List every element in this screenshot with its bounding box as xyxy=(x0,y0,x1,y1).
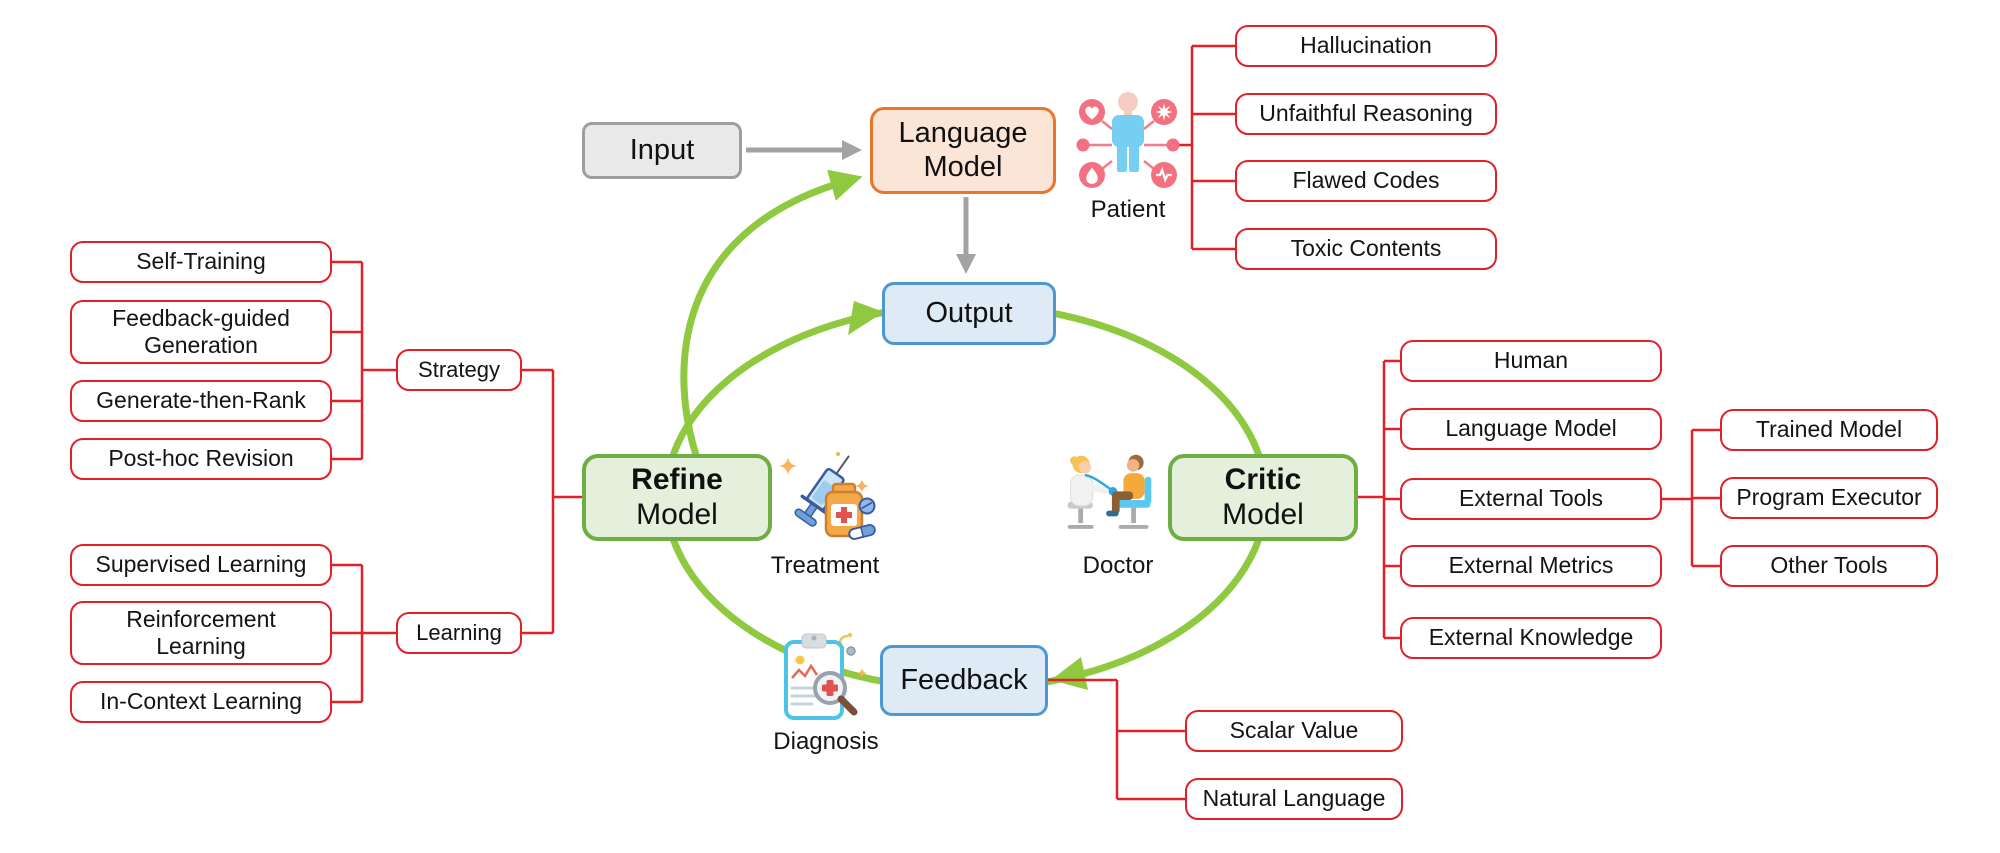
treatment-icon xyxy=(779,451,876,540)
node-self-training: Self-Training xyxy=(70,241,332,283)
node-hallucination: Hallucination xyxy=(1235,25,1497,67)
node-feedback: Feedback xyxy=(880,645,1048,716)
critic-model-line2: Model xyxy=(1222,497,1304,531)
cycle-arrowhead-to-output xyxy=(848,301,884,335)
node-reinforcement-learning: Reinforcement Learning xyxy=(70,601,332,665)
critic-model-line1: Critic xyxy=(1224,463,1302,496)
node-external-tools: External Tools xyxy=(1400,478,1662,520)
node-external-knowledge: External Knowledge xyxy=(1400,617,1662,659)
node-unfaithful-reasoning: Unfaithful Reasoning xyxy=(1235,93,1497,135)
patient-label: Patient xyxy=(1090,196,1166,223)
refine-model-line1: Refine xyxy=(631,463,723,496)
refine-branch-connectors xyxy=(332,260,582,704)
refine-to-language-model-arrow xyxy=(680,169,863,460)
cycle-arrowhead-to-feedback xyxy=(1051,657,1088,690)
node-natural-language: Natural Language xyxy=(1185,778,1403,820)
treatment-label: Treatment xyxy=(770,552,880,579)
node-feedback-guided-generation: Feedback-guided Generation xyxy=(70,300,332,364)
node-flawed-codes: Flawed Codes xyxy=(1235,160,1497,202)
doctor-icon xyxy=(1067,454,1152,529)
node-human: Human xyxy=(1400,340,1662,382)
node-learning: Learning xyxy=(396,612,522,654)
node-program-executor: Program Executor xyxy=(1720,477,1938,519)
node-strategy: Strategy xyxy=(396,349,522,391)
feedback-branch-connectors xyxy=(1048,678,1185,801)
node-output: Output xyxy=(882,282,1056,345)
node-supervised-learning: Supervised Learning xyxy=(70,544,332,586)
node-generate-then-rank: Generate-then-Rank xyxy=(70,380,332,422)
node-language-model-critic: Language Model xyxy=(1400,408,1662,450)
node-trained-model: Trained Model xyxy=(1720,409,1938,451)
node-critic-model: Critic Model xyxy=(1168,454,1358,541)
patient-icon xyxy=(1076,92,1180,188)
node-refine-model: Refine Model xyxy=(582,454,772,541)
node-scalar-value: Scalar Value xyxy=(1185,710,1403,752)
node-language-model: Language Model xyxy=(870,107,1056,194)
node-input: Input xyxy=(582,122,742,179)
refine-model-line2: Model xyxy=(636,497,718,531)
node-external-metrics: External Metrics xyxy=(1400,545,1662,587)
patient-branch-connectors xyxy=(1178,44,1235,251)
node-in-context-learning: In-Context Learning xyxy=(70,681,332,723)
node-post-hoc-revision: Post-hoc Revision xyxy=(70,438,332,480)
node-other-tools: Other Tools xyxy=(1720,545,1938,587)
doctor-label: Doctor xyxy=(1082,552,1154,579)
diagnosis-icon xyxy=(784,632,867,720)
diagnosis-label: Diagnosis xyxy=(773,728,879,755)
node-toxic-contents: Toxic Contents xyxy=(1235,228,1497,270)
critic-branch-connectors xyxy=(1358,359,1720,640)
